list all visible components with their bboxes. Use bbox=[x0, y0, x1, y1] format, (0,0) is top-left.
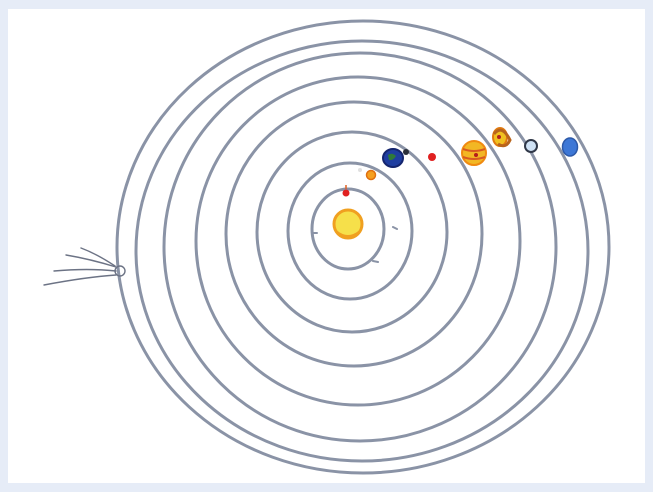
comet-icon bbox=[43, 247, 126, 286]
saturn-icon bbox=[492, 127, 512, 148]
mercury-icon bbox=[342, 185, 350, 197]
drawing-paper bbox=[8, 9, 645, 483]
orbit-ring-6 bbox=[162, 51, 558, 443]
jupiter-icon bbox=[461, 140, 487, 166]
venus-icon bbox=[358, 168, 377, 181]
orbit-ring-2 bbox=[286, 161, 414, 301]
orbit-ring-8 bbox=[115, 19, 611, 475]
earth-icon bbox=[382, 148, 404, 168]
orbit-ring-5 bbox=[194, 75, 522, 407]
sun-icon bbox=[332, 208, 364, 240]
neptune-icon bbox=[561, 137, 579, 157]
moon-icon bbox=[403, 149, 409, 155]
orbit-ring-1 bbox=[310, 187, 386, 271]
orbit-ring-4 bbox=[224, 100, 484, 368]
orbit-ring-3 bbox=[255, 130, 449, 334]
sketch-mark bbox=[312, 226, 398, 263]
mars-icon bbox=[428, 153, 436, 161]
orbit-ring-7 bbox=[134, 39, 590, 463]
solar-system-drawing bbox=[43, 19, 611, 475]
uranus-icon bbox=[524, 139, 538, 153]
